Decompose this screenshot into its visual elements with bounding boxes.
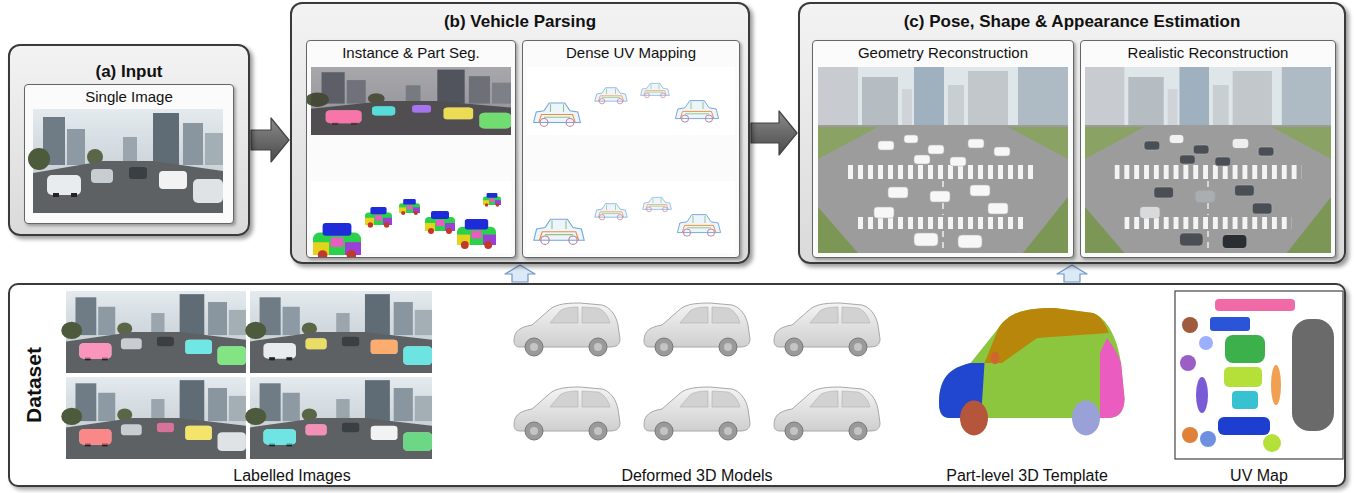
uv-cars-top (534, 83, 719, 126)
caption-wrap: Labelled Images (233, 467, 350, 485)
deformed-models (514, 303, 880, 440)
uv-figure (523, 41, 739, 257)
panel-title: Single Image (85, 88, 173, 105)
instance-seg-image (307, 67, 511, 135)
uv-map-figure (1175, 291, 1343, 459)
scene-render (818, 67, 1068, 253)
text-wrap: Realistic Reconstruction (1081, 41, 1335, 61)
stage-title: (b) Vehicle Parsing (444, 12, 596, 32)
text-wrap: Instance & Part Seg. (307, 41, 515, 61)
panel-title: Realistic Reconstruction (1128, 44, 1289, 61)
geometry-scene (813, 41, 1073, 257)
text-wrap: (b) Vehicle Parsing (292, 4, 748, 32)
stage-title: (c) Pose, Shape & Appearance Estimation (904, 12, 1241, 32)
labelled-photos (61, 291, 432, 459)
image-panel: Single Image (24, 84, 234, 224)
uv-image (527, 67, 735, 135)
text-wrap: (c) Pose, Shape & Appearance Estimation (800, 4, 1344, 32)
figure-caption: Part-level 3D Template (946, 467, 1108, 485)
uv-image (527, 181, 735, 253)
scene-render (1085, 67, 1331, 253)
image-panel: Dense UV Mapping (522, 40, 740, 258)
stage-title: (a) Input (95, 62, 162, 82)
panel-title: Instance & Part Seg. (342, 44, 480, 61)
image-panel: Geometry Reconstruction (812, 40, 1074, 258)
stage-panel: Geometry Reconstruction Realistic Recons… (798, 2, 1346, 264)
flow-arrow (251, 118, 289, 162)
part-seg-cars (313, 193, 501, 257)
band-title: Dataset (22, 347, 46, 423)
text-wrap: Single Image (25, 85, 233, 105)
figure-caption: Deformed 3D Models (621, 467, 772, 485)
realistic-scene (1081, 41, 1335, 257)
image-panel: Realistic Reconstruction (1080, 40, 1336, 258)
uv-cars-bottom (534, 197, 721, 244)
text-wrap: (a) Input (10, 46, 248, 82)
panel-title: Geometry Reconstruction (858, 44, 1028, 61)
flow-arrow (751, 111, 797, 155)
stage-panel: Single Image (a) Input (8, 44, 250, 236)
data-arrow (1057, 265, 1087, 282)
dataset-band: DatasetLabelled Images Deformed 3D Models… (8, 283, 1346, 487)
dataset-figures (10, 285, 1344, 485)
figure-caption: UV Map (1230, 467, 1288, 485)
text-wrap: Dataset (22, 347, 46, 423)
text-wrap: Dense UV Mapping (523, 41, 739, 61)
caption-wrap: Deformed 3D Models (621, 467, 772, 485)
caption-wrap: UV Map (1230, 467, 1288, 485)
text-wrap: Geometry Reconstruction (813, 41, 1073, 61)
figure-caption: Labelled Images (233, 467, 350, 485)
panel-title: Dense UV Mapping (566, 44, 696, 61)
input-photo (25, 85, 233, 221)
street-photo (28, 109, 223, 213)
image-panel: Instance & Part Seg. (306, 40, 516, 258)
stage-panel: Instance & Part Seg. Dense UV Mapping (b)… (290, 2, 750, 264)
part-template-car (939, 308, 1125, 436)
data-arrow (505, 265, 535, 282)
caption-wrap: Part-level 3D Template (946, 467, 1108, 485)
segmentation-figure (307, 41, 515, 257)
